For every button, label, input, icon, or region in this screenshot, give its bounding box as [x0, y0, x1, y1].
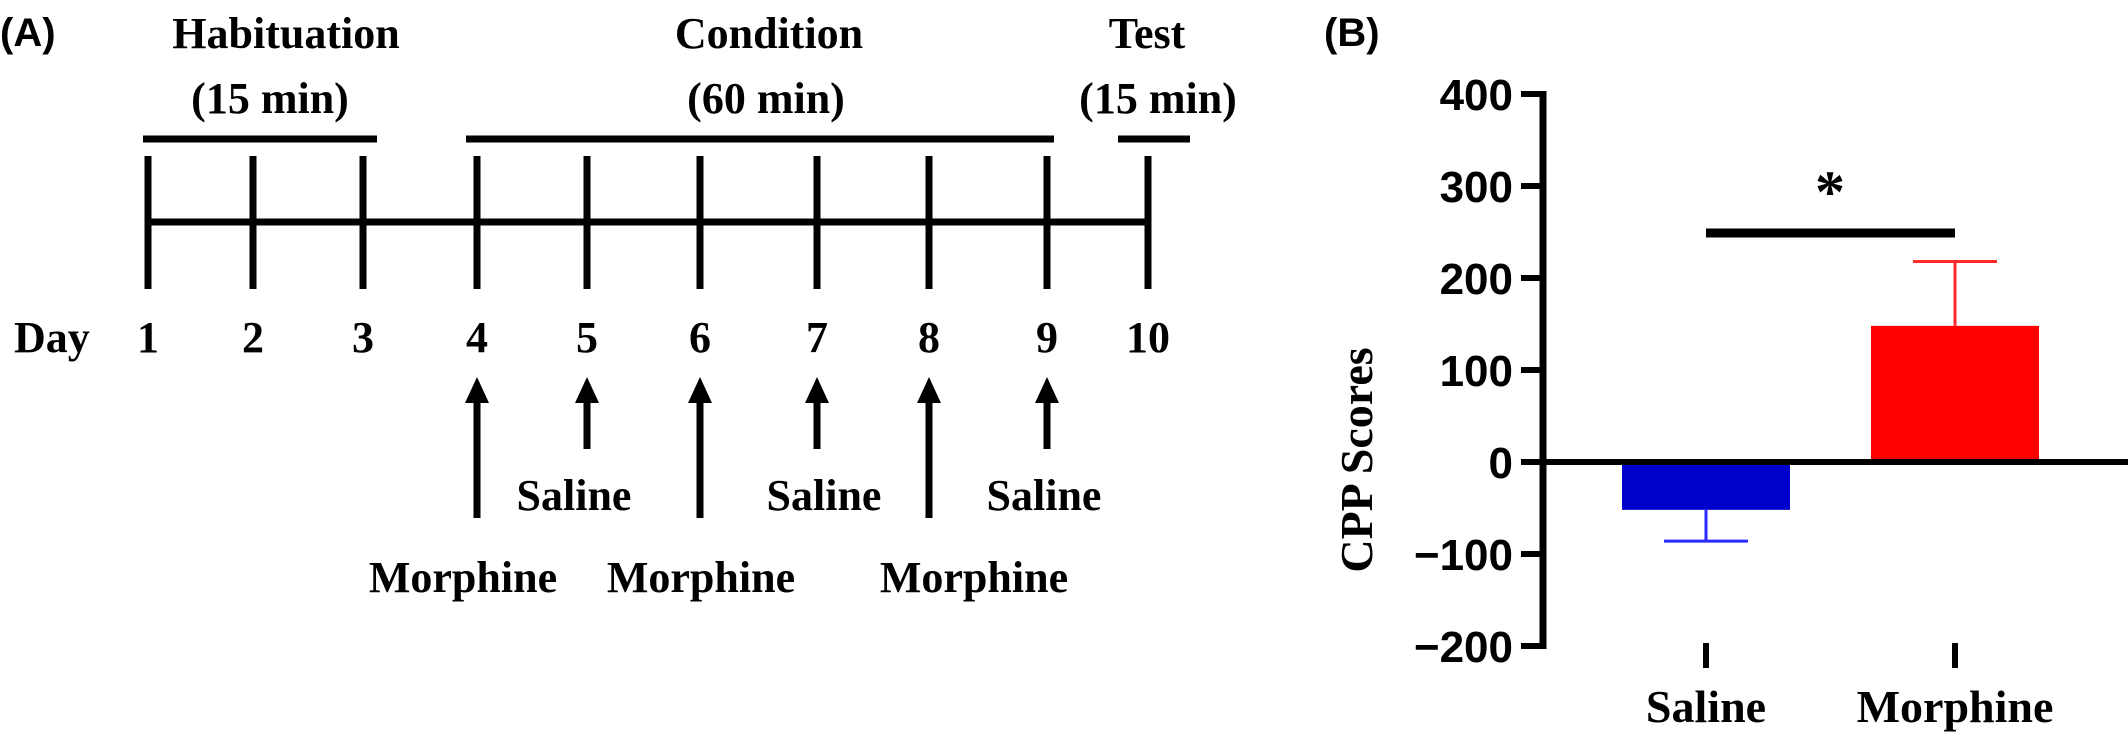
x-axis: Saline Morphine — [1543, 459, 2128, 732]
day-number: 4 — [466, 313, 488, 362]
panel-b-label: (B) — [1324, 11, 1380, 55]
y-tick-label: 300 — [1440, 163, 1513, 212]
y-axis: 400 300 200 100 0 −100 −200 — [1414, 71, 1547, 672]
arrow-up-icon — [1035, 377, 1059, 403]
arrow-up-icon — [465, 377, 489, 403]
bar-morphine — [1871, 325, 2039, 462]
day-number: 1 — [137, 313, 159, 362]
bar-saline — [1622, 462, 1790, 510]
day-number: 8 — [918, 313, 940, 362]
treatment-label: Morphine — [880, 553, 1068, 602]
phase-condition-duration: (60 min) — [687, 74, 845, 123]
y-tick-label: 100 — [1440, 347, 1513, 396]
bars — [1622, 259, 2039, 543]
y-tick-label: 0 — [1489, 439, 1513, 488]
day-number: 7 — [806, 313, 828, 362]
arrow-up-icon — [575, 377, 599, 403]
panel-a-label: (A) — [0, 11, 56, 55]
panel-b: (B) CPP Scores 400 300 200 100 0 −100 −200 Sal… — [1324, 11, 2128, 732]
day-number: 2 — [242, 313, 264, 362]
arrow-up-icon — [688, 377, 712, 403]
arrow-up-icon — [917, 377, 941, 403]
phase-test-duration: (15 min) — [1079, 74, 1237, 123]
day-number: 6 — [689, 313, 711, 362]
treatment-arrows — [465, 377, 1059, 518]
phase-habituation-title: Habituation — [172, 9, 399, 58]
day-number: 9 — [1036, 313, 1058, 362]
treatment-label: Morphine — [369, 553, 557, 602]
phase-condition-title: Condition — [675, 9, 863, 58]
x-tick-label: Morphine — [1857, 681, 2054, 732]
day-ticks — [144, 156, 1152, 289]
day-numbers: 1 2 3 4 5 6 7 8 9 10 — [137, 313, 1170, 362]
treatment-label: Saline — [517, 471, 632, 520]
day-label: Day — [14, 313, 90, 362]
treatment-label: Morphine — [607, 553, 795, 602]
significance-marker: * — [1815, 159, 1845, 225]
phase-test-title: Test — [1109, 9, 1186, 58]
y-tick-label: 200 — [1440, 255, 1513, 304]
phase-habituation-duration: (15 min) — [191, 74, 349, 123]
day-number: 10 — [1126, 313, 1170, 362]
treatment-label: Saline — [987, 471, 1102, 520]
y-tick-label: −200 — [1414, 623, 1513, 672]
day-number: 5 — [576, 313, 598, 362]
y-tick-label: −100 — [1414, 531, 1513, 580]
y-axis-title: CPP Scores — [1331, 347, 1382, 572]
y-tick-label: 400 — [1440, 71, 1513, 120]
treatment-label: Saline — [767, 471, 882, 520]
arrow-up-icon — [805, 377, 829, 403]
day-number: 3 — [352, 313, 374, 362]
panel-a: (A) Habituation (15 min) Condition (60 m… — [0, 9, 1237, 602]
x-tick-label: Saline — [1646, 681, 1766, 732]
